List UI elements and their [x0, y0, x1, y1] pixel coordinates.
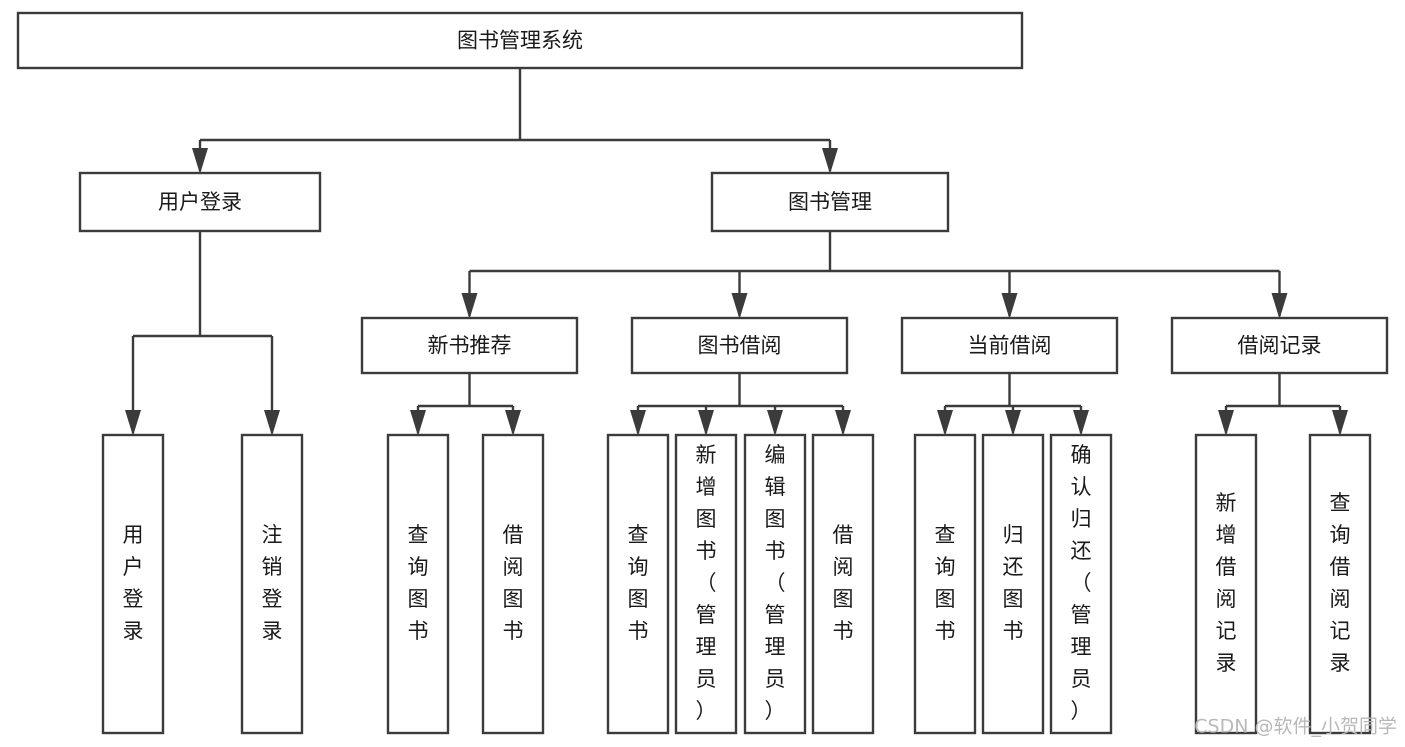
node-label-book-management: 图书管理	[788, 190, 872, 214]
node-box-leaf-query-book-borrow[interactable]	[606, 433, 670, 735]
node-box-new-book-recommend[interactable]	[360, 316, 579, 375]
node-label-leaf-query-borrow-record: 查询借阅记录	[1330, 491, 1351, 675]
node-box-leaf-add-book-admin[interactable]	[674, 433, 738, 735]
arrow-head-icon-leaf-add-book-admin	[698, 410, 714, 436]
node-leaf-borrow-book[interactable]: 借阅图书	[811, 433, 875, 735]
node-box-leaf-query-borrow-record[interactable]	[1308, 433, 1372, 735]
node-label-leaf-add-book-admin: 新增图书（管理员）	[696, 443, 717, 723]
node-label-leaf-edit-book-admin: 编辑图书（管理员）	[765, 443, 786, 723]
arrow-head-icon-leaf-query-book-current	[937, 410, 953, 436]
node-new-book-recommend[interactable]: 新书推荐	[360, 316, 579, 375]
node-label-root: 图书管理系统	[457, 29, 583, 53]
arrow-head-icon-borrow-records	[1271, 293, 1288, 319]
node-box-leaf-query-book-recommend[interactable]	[386, 433, 450, 735]
arrow-head-icon-current-borrow	[1001, 293, 1018, 319]
node-leaf-add-book-admin[interactable]: 新增图书（管理员）	[674, 433, 738, 735]
arrow-head-icon-leaf-borrow-book-recommend	[505, 410, 521, 436]
node-book-management[interactable]: 图书管理	[710, 171, 950, 233]
node-book-borrow[interactable]: 图书借阅	[630, 316, 849, 375]
node-label-leaf-user-login: 用户登录	[123, 523, 144, 643]
node-box-leaf-confirm-return-admin[interactable]	[1049, 433, 1113, 735]
node-label-current-borrow: 当前借阅	[968, 334, 1052, 358]
node-label-leaf-confirm-return-admin: 确认归还（管理员）	[1071, 443, 1092, 723]
arrow-head-icon-leaf-user-login	[125, 410, 141, 436]
node-label-leaf-borrow-book: 借阅图书	[833, 523, 854, 643]
node-box-book-borrow[interactable]	[630, 316, 849, 375]
node-label-user-login: 用户登录	[158, 190, 242, 214]
node-box-leaf-borrow-book-recommend[interactable]	[481, 433, 545, 735]
node-label-book-borrow: 图书借阅	[698, 334, 782, 358]
node-label-borrow-records: 借阅记录	[1238, 334, 1322, 358]
arrow-head-icon-leaf-query-borrow-record	[1332, 410, 1348, 436]
node-layer: 图书管理系统用户登录图书管理新书推荐图书借阅当前借阅借阅记录用户登录注销登录查询…	[16, 11, 1389, 735]
node-box-borrow-records[interactable]	[1170, 316, 1389, 375]
node-leaf-query-borrow-record[interactable]: 查询借阅记录	[1308, 433, 1372, 735]
node-box-root[interactable]	[16, 11, 1024, 70]
node-box-leaf-edit-book-admin[interactable]	[743, 433, 807, 735]
node-label-leaf-query-book-recommend: 查询图书	[408, 523, 429, 643]
node-box-leaf-borrow-book[interactable]	[811, 433, 875, 735]
node-leaf-confirm-return-admin[interactable]: 确认归还（管理员）	[1049, 433, 1113, 735]
node-box-leaf-return-book[interactable]	[981, 433, 1045, 735]
node-leaf-return-book[interactable]: 归还图书	[981, 433, 1045, 735]
node-box-current-borrow[interactable]	[900, 316, 1119, 375]
node-box-leaf-add-borrow-record[interactable]	[1194, 433, 1258, 735]
arrow-head-icon-leaf-query-book-recommend	[410, 410, 426, 436]
node-leaf-query-book-borrow[interactable]: 查询图书	[606, 433, 670, 735]
node-label-leaf-add-borrow-record: 新增借阅记录	[1216, 491, 1237, 675]
node-box-leaf-user-logout[interactable]	[240, 433, 304, 735]
arrow-head-icon-leaf-return-book	[1005, 410, 1021, 436]
node-label-leaf-user-logout: 注销登录	[262, 523, 283, 643]
arrow-head-icon-new-book-recommend	[461, 293, 478, 319]
connector-layer	[125, 68, 1348, 436]
arrow-head-icon-leaf-edit-book-admin	[767, 410, 783, 436]
node-label-new-book-recommend: 新书推荐	[428, 334, 512, 358]
arrow-head-icon-leaf-user-logout	[264, 410, 280, 436]
node-leaf-edit-book-admin[interactable]: 编辑图书（管理员）	[743, 433, 807, 735]
arrow-head-icon-book-borrow	[731, 293, 748, 319]
arrow-head-icon-book-management	[822, 148, 838, 174]
node-current-borrow[interactable]: 当前借阅	[900, 316, 1119, 375]
node-leaf-user-logout[interactable]: 注销登录	[240, 433, 304, 735]
node-label-leaf-query-book-borrow: 查询图书	[628, 523, 649, 643]
node-user-login[interactable]: 用户登录	[78, 171, 322, 233]
arrow-head-icon-leaf-add-borrow-record	[1218, 410, 1234, 436]
arrow-head-icon-leaf-query-book-borrow	[630, 410, 646, 436]
node-label-leaf-return-book: 归还图书	[1003, 523, 1024, 643]
node-leaf-query-book-recommend[interactable]: 查询图书	[386, 433, 450, 735]
node-box-user-login[interactable]	[78, 171, 322, 233]
node-leaf-borrow-book-recommend[interactable]: 借阅图书	[481, 433, 545, 735]
node-leaf-query-book-current[interactable]: 查询图书	[913, 433, 977, 735]
node-root[interactable]: 图书管理系统	[16, 11, 1024, 70]
node-box-leaf-query-book-current[interactable]	[913, 433, 977, 735]
arrow-head-icon-leaf-borrow-book	[835, 410, 851, 436]
node-label-leaf-borrow-book-recommend: 借阅图书	[503, 523, 524, 643]
node-box-book-management[interactable]	[710, 171, 950, 233]
node-label-leaf-query-book-current: 查询图书	[935, 523, 956, 643]
node-borrow-records[interactable]: 借阅记录	[1170, 316, 1389, 375]
arrow-head-icon-leaf-confirm-return-admin	[1073, 410, 1089, 436]
node-leaf-user-login[interactable]: 用户登录	[101, 433, 165, 735]
node-box-leaf-user-login[interactable]	[101, 433, 165, 735]
node-leaf-add-borrow-record[interactable]: 新增借阅记录	[1194, 433, 1258, 735]
arrow-head-icon-user-login	[192, 148, 208, 174]
csdn-watermark: CSDN @软件_小贺同学	[1194, 716, 1397, 738]
